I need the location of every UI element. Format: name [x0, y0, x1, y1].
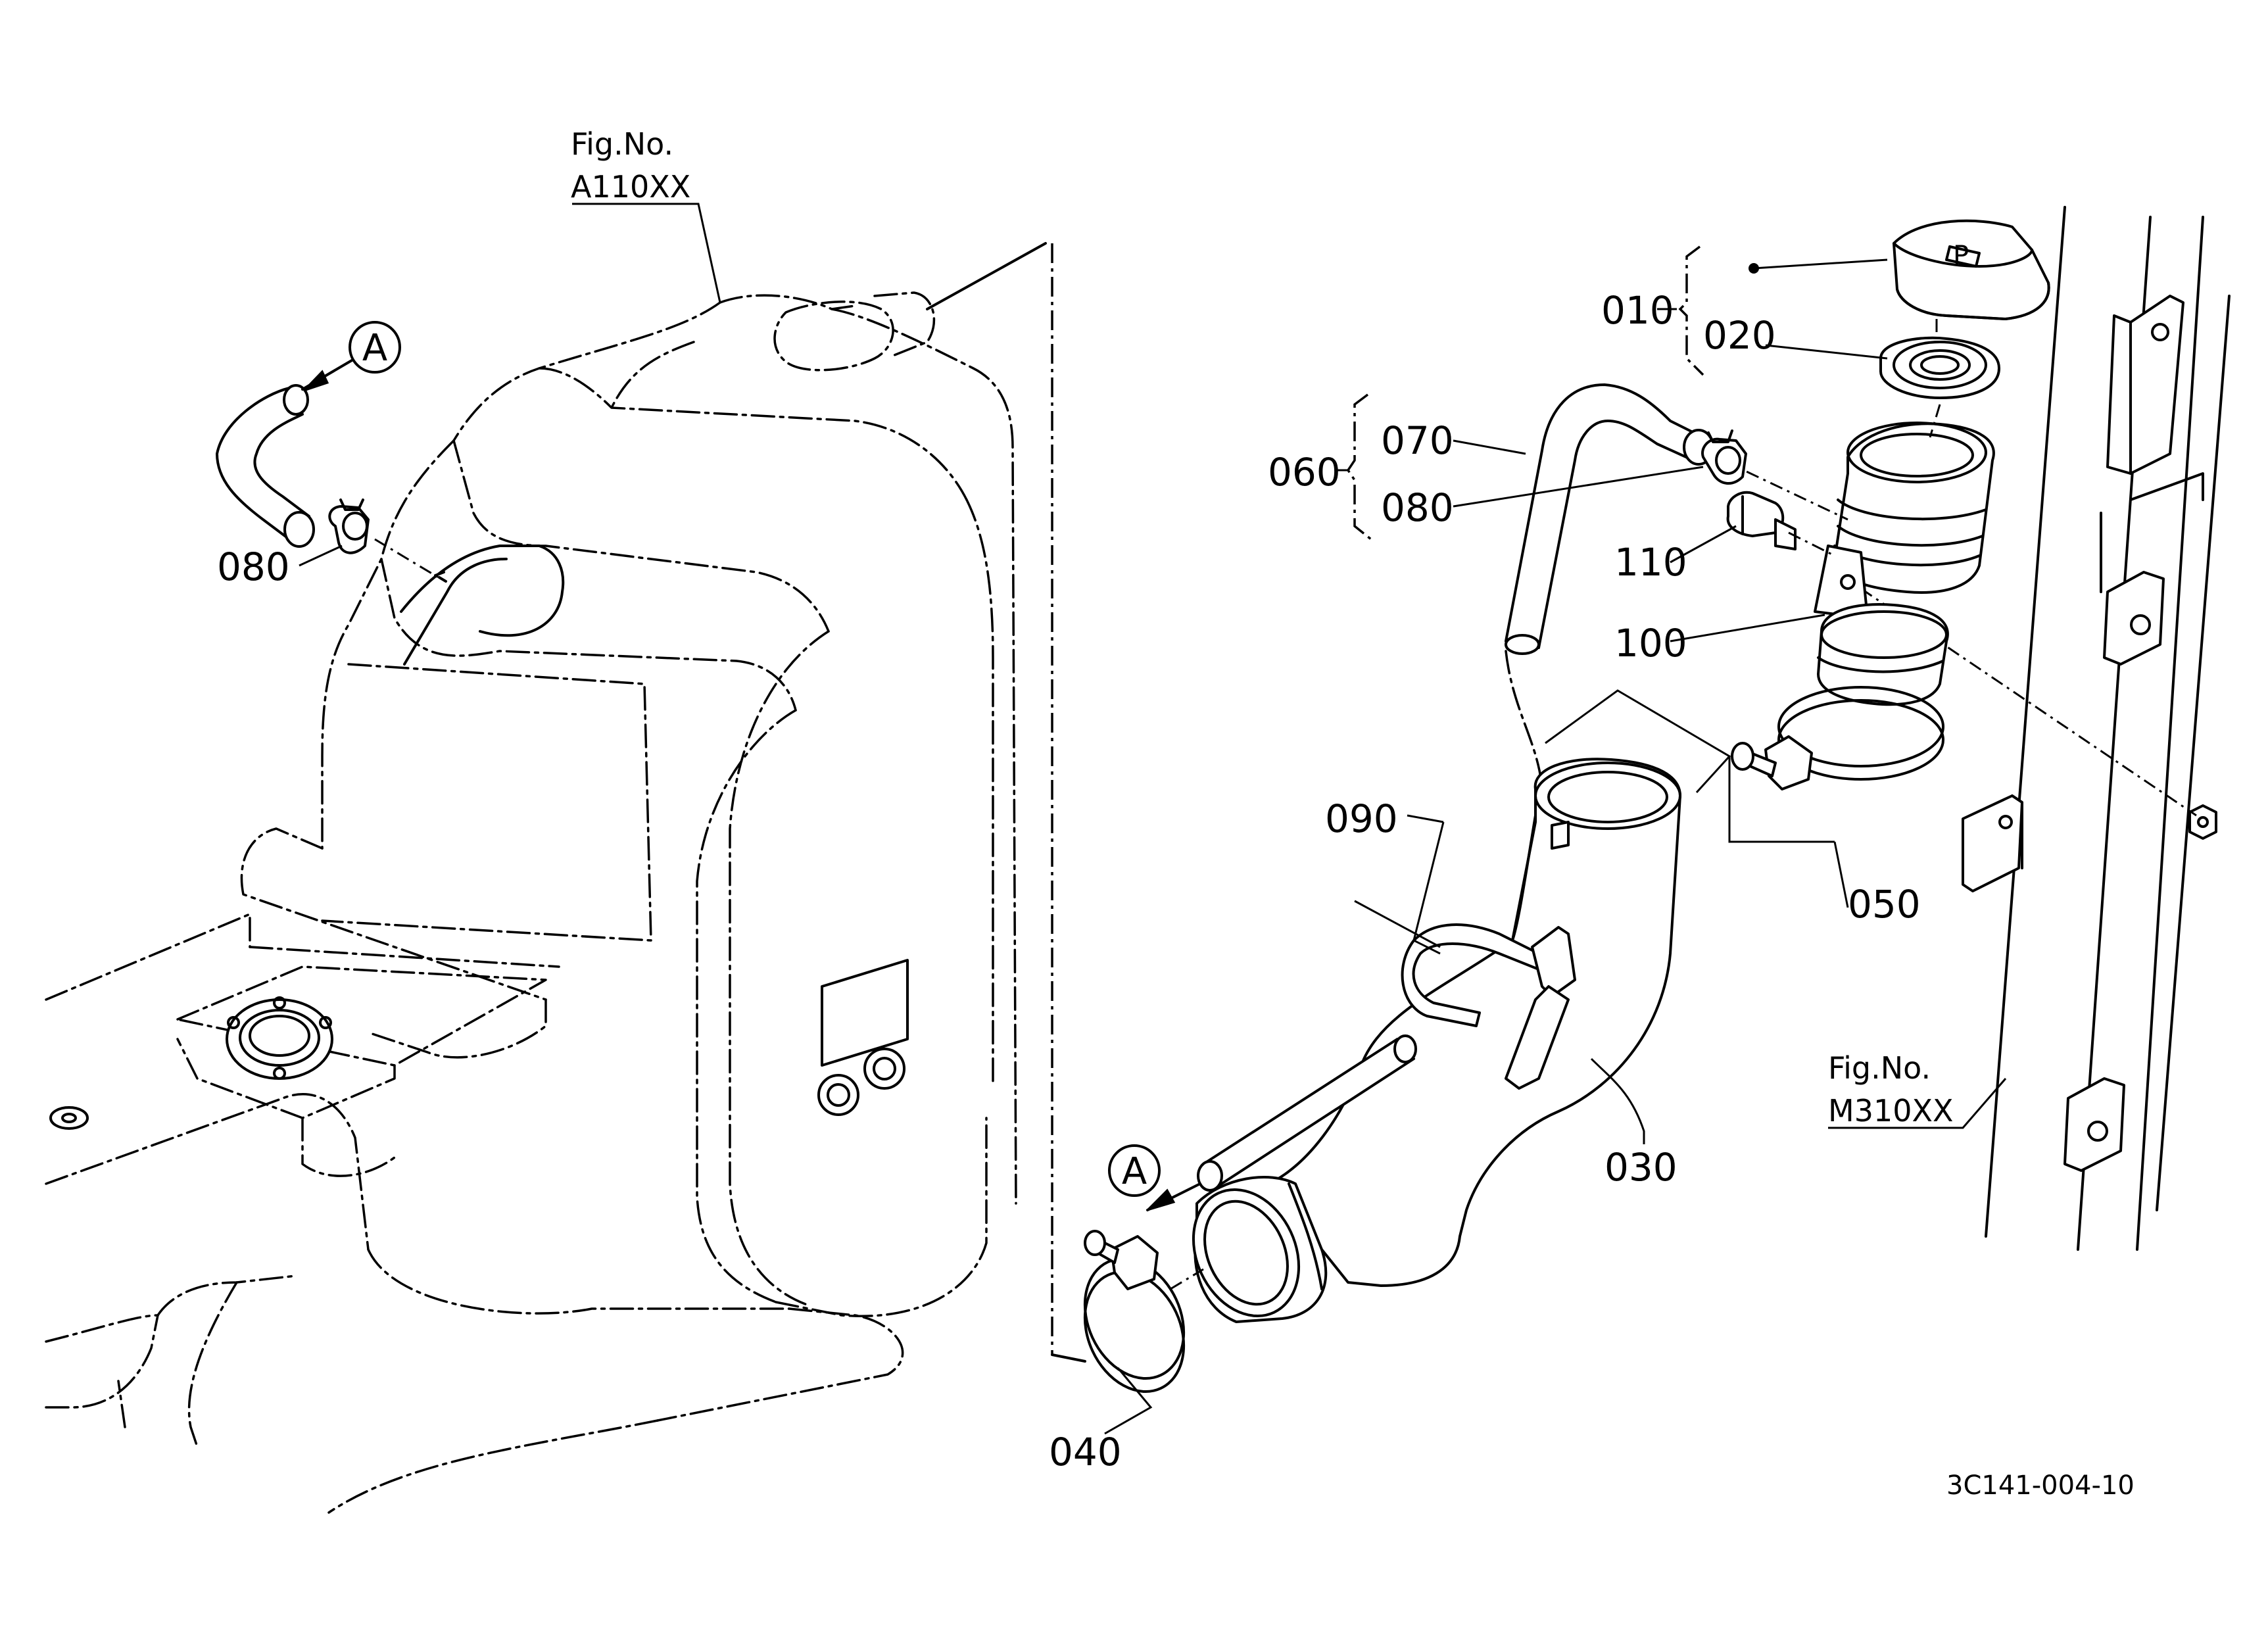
- figure-ref-frame-line1: Fig.No.: [1828, 1050, 1931, 1086]
- label-040: 040: [1049, 1430, 1122, 1474]
- label-100: 100: [1614, 621, 1687, 666]
- label-060: 060: [1268, 450, 1341, 495]
- label-110: 110: [1614, 540, 1687, 585]
- tank-breather-stub: [400, 545, 565, 637]
- frame-member: [1962, 206, 2231, 1251]
- label-020: 020: [1703, 313, 1776, 358]
- label-030: 030: [1604, 1145, 1677, 1190]
- fuel-tank-outline: [45, 242, 1086, 1514]
- adapter-110: [1726, 491, 1797, 550]
- tank-washer: [49, 1106, 89, 1130]
- callout-a-bottom: A: [1108, 1144, 1201, 1211]
- callout-a-left-letter: A: [362, 327, 387, 370]
- filler-hose-030: [1192, 758, 1681, 1323]
- hose-clamp-080-left: [328, 498, 370, 554]
- figure-ref-tank-line1: Fig.No.: [571, 126, 673, 162]
- filler-neck-100: [1814, 422, 1995, 706]
- hose-clamp-040: [1083, 1230, 1186, 1394]
- figure-ref-frame-line2: M310XX: [1828, 1093, 1954, 1128]
- figure-ref-frame: Fig.No. M310XX: [1828, 1050, 1954, 1128]
- label-010: 010: [1601, 288, 1674, 333]
- breather-hose-left: [216, 384, 315, 548]
- rating-plate: [821, 959, 909, 1067]
- hose-clamp-080-top: [1701, 429, 1747, 485]
- callout-a-bottom-letter: A: [1122, 1150, 1147, 1193]
- label-080-top: 080: [1381, 485, 1454, 530]
- cap-seat-020: [1879, 336, 2000, 399]
- callout-a-left: A: [301, 321, 401, 392]
- breather-hose-070: [1505, 383, 1714, 655]
- label-070: 070: [1381, 418, 1454, 463]
- figure-ref-tank: Fig.No. A110XX: [571, 126, 690, 205]
- figure-ref-tank-line2: A110XX: [571, 169, 690, 205]
- label-090: 090: [1325, 796, 1398, 841]
- filler-cap-010: P: [1893, 219, 2050, 320]
- svg-text:P: P: [1953, 241, 1969, 271]
- cable-tie-090: [1401, 923, 1576, 1090]
- breather-tube-lower: [1197, 1034, 1417, 1192]
- label-080-left: 080: [217, 545, 290, 589]
- label-050: 050: [1848, 882, 1921, 927]
- drawing-code: 3C141-004-10: [1946, 1470, 2135, 1501]
- hose-clamp-050: [1731, 686, 1944, 790]
